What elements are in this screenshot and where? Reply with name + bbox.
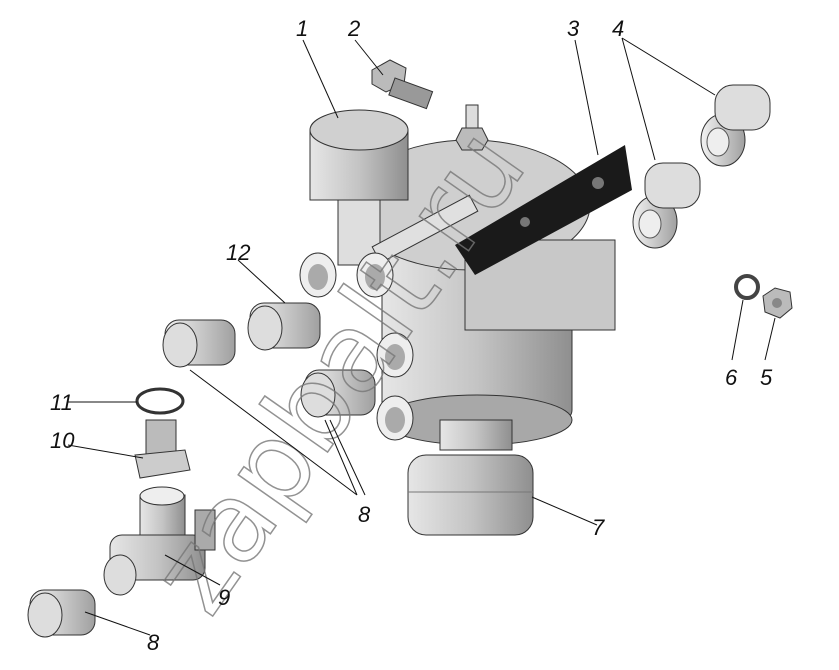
callout-7: 7 [592, 515, 605, 540]
callout-6: 6 [725, 365, 738, 390]
fittings-left [27, 302, 376, 638]
cap-part [309, 109, 409, 201]
callout-1: 1 [296, 16, 308, 41]
callout-8-upper: 8 [358, 502, 371, 527]
angle-fittings [632, 84, 771, 249]
ring-adapter-tee [103, 387, 216, 596]
callout-labels: 1 2 3 4 5 6 7 8 8 9 10 11 12 [50, 16, 773, 655]
port-openings [299, 252, 414, 441]
muffler-part [407, 454, 534, 536]
lock-washer-and-nut [734, 274, 793, 319]
callout-10: 10 [50, 428, 75, 453]
callout-11: 11 [50, 390, 73, 415]
callout-5: 5 [760, 365, 773, 390]
bracket-part [455, 145, 632, 275]
bolt-part [371, 59, 434, 110]
callout-2: 2 [347, 16, 360, 41]
callout-3: 3 [567, 16, 580, 41]
callout-4: 4 [612, 16, 624, 41]
callout-8-lower: 8 [147, 630, 160, 655]
callout-12: 12 [226, 240, 250, 265]
callout-9: 9 [218, 585, 230, 610]
leader-lines [67, 37, 776, 636]
